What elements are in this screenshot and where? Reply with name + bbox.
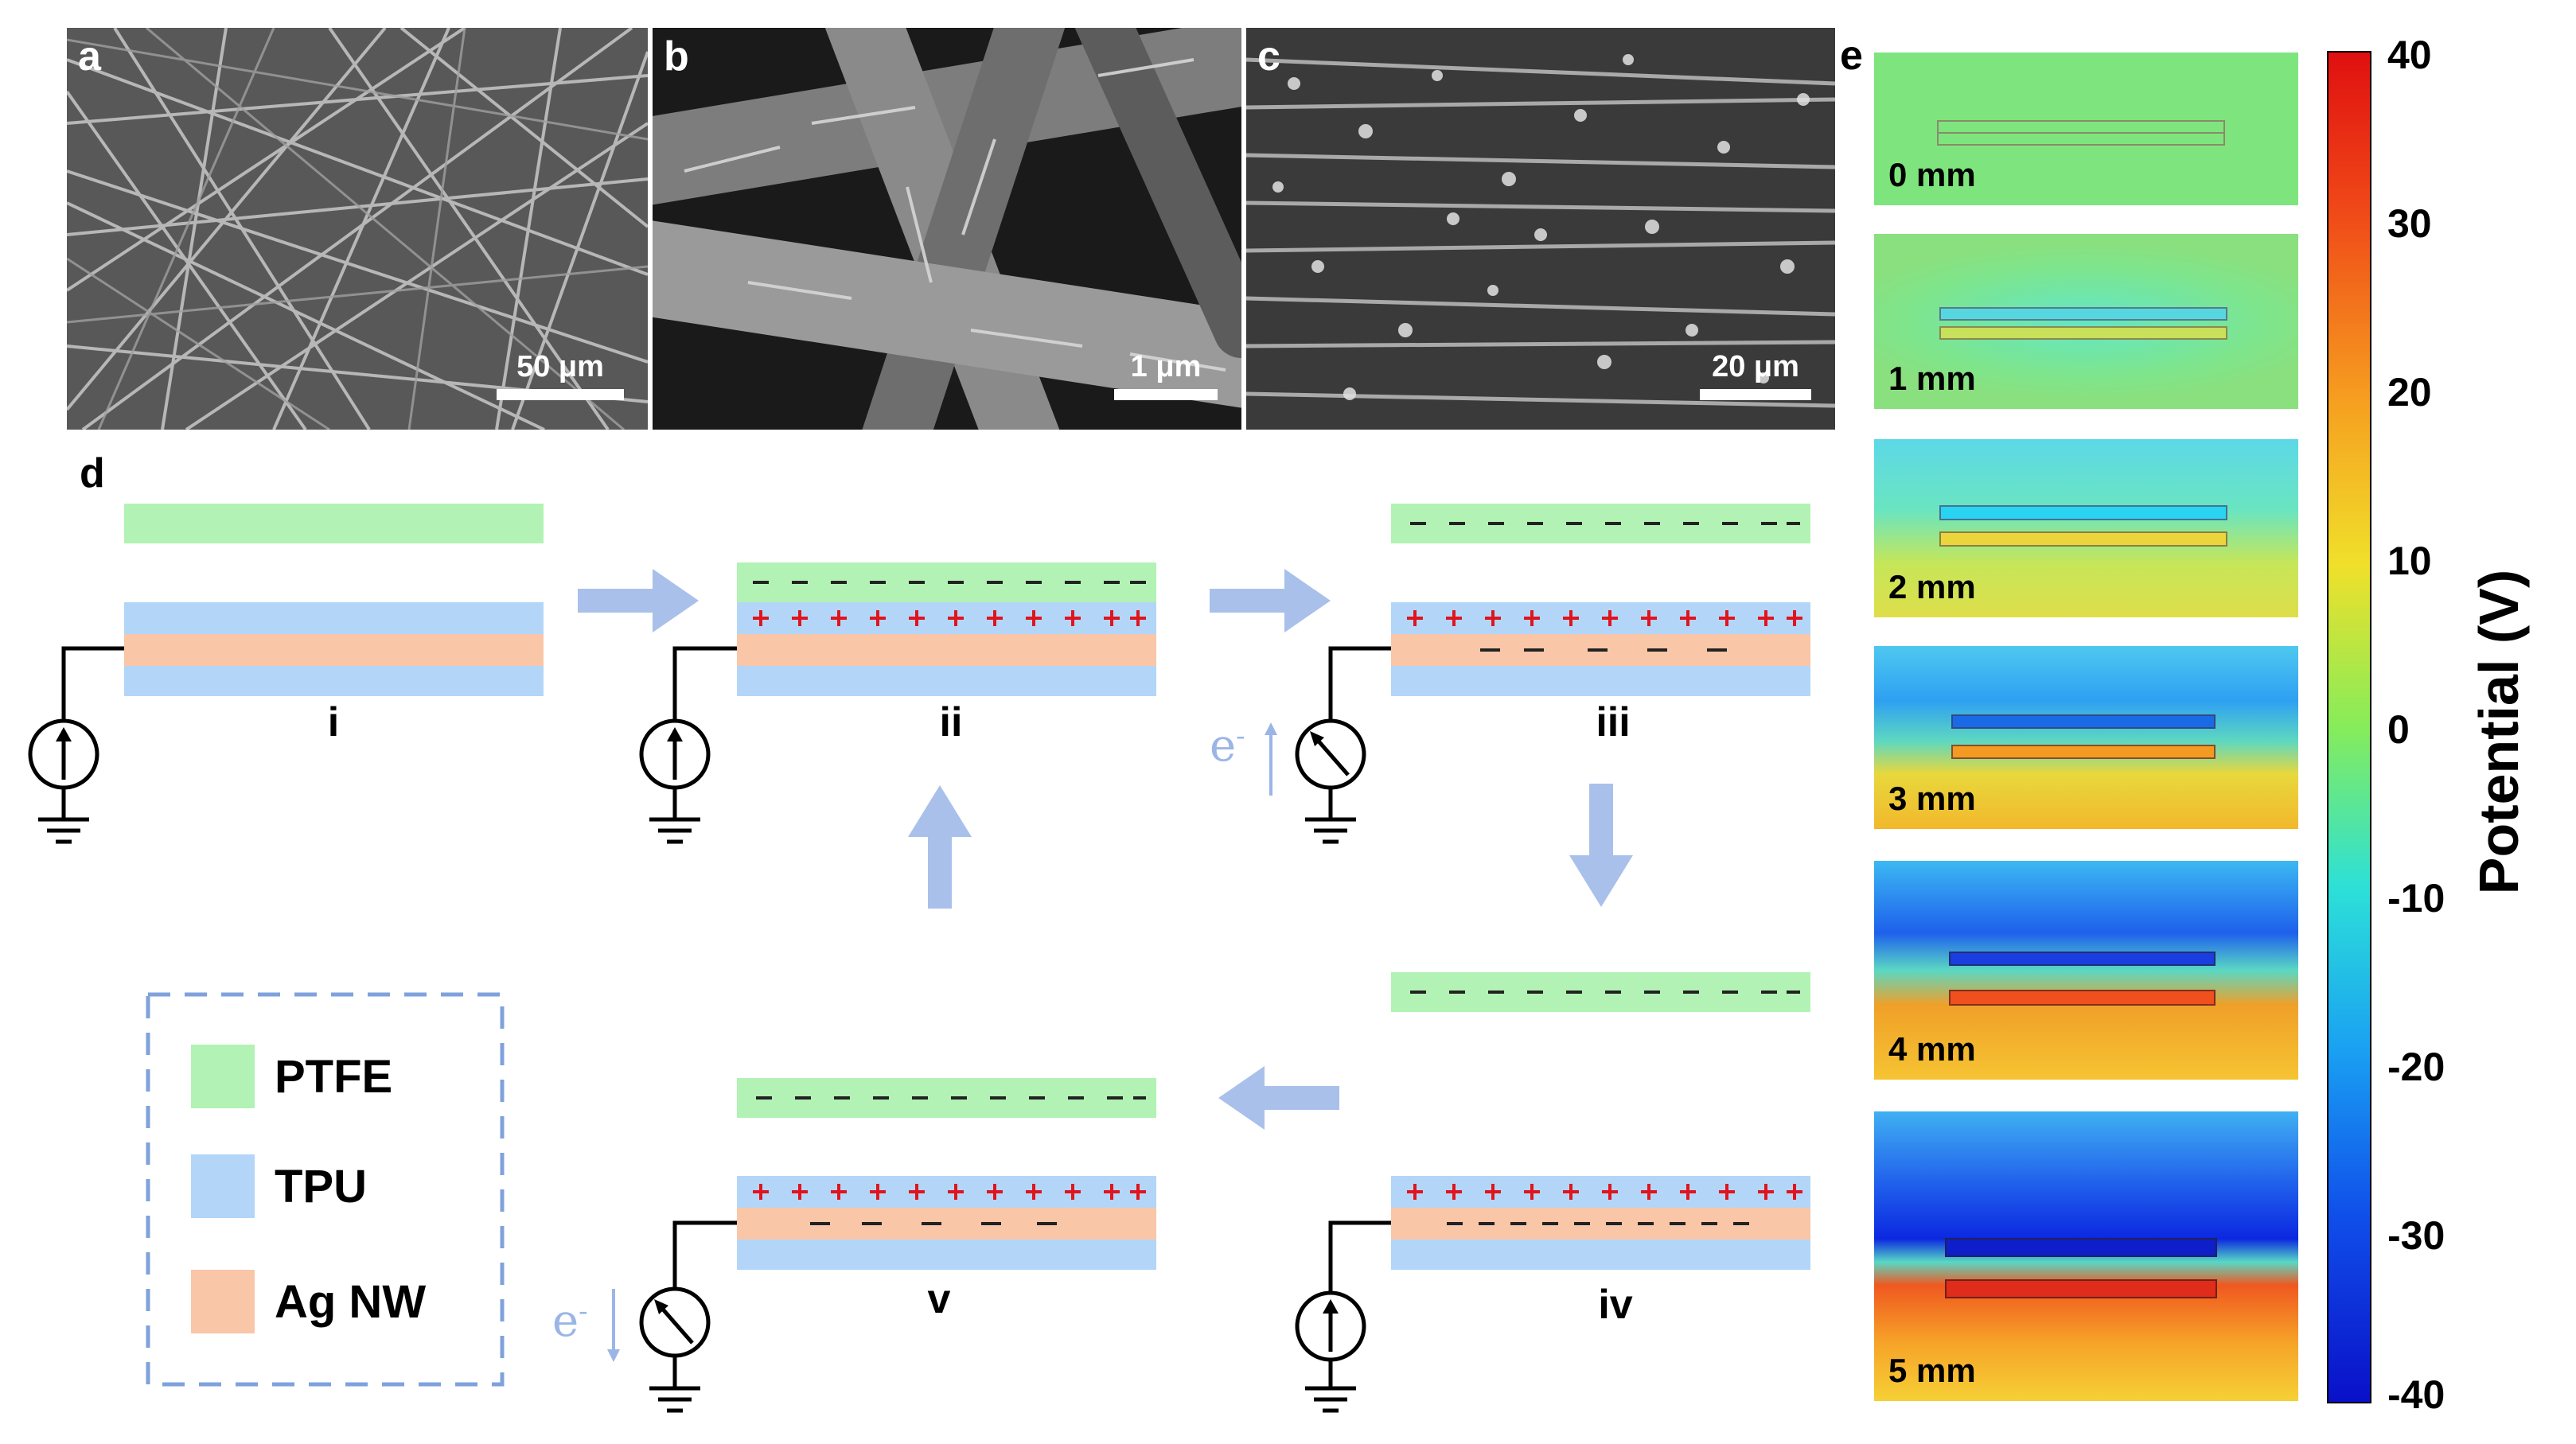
positive-charges [753,610,1146,626]
legend-label-ptfe: PTFE [275,1051,393,1103]
simulation-3mm: 3 mm [1874,646,2298,829]
colorbar-tick: 20 [2387,370,2432,415]
legend-swatch-agnw [191,1270,255,1333]
scale-bar-c: 20 μm [1700,350,1811,400]
arrow-ii-to-iii [1210,569,1331,632]
stage-label-ii: ii [939,699,963,745]
colorbar-tick: 0 [2387,707,2410,752]
simulation-0mm: 0 mm [1874,53,2298,205]
stage-iii [1265,504,1810,842]
colorbar-tick: 30 [2387,201,2432,246]
colorbar-tick: -40 [2387,1372,2445,1417]
ground-icon [1305,819,1356,842]
meter-icon [641,1289,708,1356]
stage-i [30,504,544,842]
stage-ii [641,562,1156,842]
sim-label-4mm: 4 mm [1888,1030,1976,1068]
ground-icon [1305,1388,1356,1411]
scale-line-c [1700,389,1811,400]
sem-image-a: a 50 μm [67,28,648,430]
meter-icon [1297,721,1364,788]
sem-fibers-c [1246,54,1835,408]
agnw-layer [737,1208,1156,1240]
scale-line-b [1114,389,1218,400]
legend-swatch-tpu [191,1154,255,1218]
electrode-outline [1939,505,2227,547]
scale-label-c: 20 μm [1712,350,1799,383]
sim-label-1mm: 1 mm [1888,360,1976,397]
colorbar-title: Potential (V) [2468,569,2530,895]
scale-bar-b: 1 μm [1114,350,1218,400]
ground-icon [649,1388,700,1411]
agnw-layer [737,634,1156,666]
colorbar-tick: -20 [2387,1045,2445,1089]
positive-charges [1407,610,1802,626]
agnw-layer [124,634,544,666]
arrow-iv-to-v [1218,1066,1339,1130]
legend-label-tpu: TPU [275,1161,367,1212]
tpu-layer-bottom [737,1240,1156,1270]
stage-iv [1297,972,1810,1411]
electrode-outline [1939,307,2227,340]
legend-box [146,992,505,1387]
sim-label-5mm: 5 mm [1888,1352,1976,1389]
panel-label-a: a [78,33,101,80]
colorbar-tick: 40 [2387,33,2432,77]
simulation-5mm: 5 mm [1874,1111,2298,1401]
arrow-iii-to-iv [1569,784,1633,907]
electrode-outline [1951,714,2216,759]
stage-v [607,1078,1156,1411]
electrode-outline [1949,952,2216,1006]
positive-charges [1407,1184,1802,1200]
sem-fibers-b [653,28,1241,430]
panel-label-c: c [1257,33,1280,80]
electrode-outline [1937,120,2225,146]
scale-bar-a: 50 μm [497,350,624,400]
sim-label-2mm: 2 mm [1888,568,1976,605]
stage-label-i: i [327,699,340,745]
colorbar-tick: -10 [2387,876,2445,921]
arrow-i-to-ii [578,569,699,632]
legend-label-agnw: Ag NW [275,1276,427,1328]
simulation-1mm: 1 mm [1874,234,2298,409]
ground-icon [38,819,89,842]
scale-label-a: 50 μm [516,350,604,383]
process-arrows [578,569,1633,1130]
panel-label-e: e [1840,33,1863,79]
panel-label-d: d [80,450,105,496]
sem-fibers-a [67,28,648,430]
colorbar-tick: 10 [2387,539,2432,583]
tpu-layer-bottom [124,666,544,696]
ground-icon [649,819,700,842]
colorbar [2327,51,2371,1403]
legend-swatch-ptfe [191,1045,255,1108]
sim-label-3mm: 3 mm [1888,780,1976,817]
panel-label-b: b [664,33,689,80]
sim-label-0mm: 0 mm [1888,156,1976,193]
simulation-2mm: 2 mm [1874,439,2298,617]
electron-label-v: e- [552,1295,588,1347]
stage-label-v: v [927,1276,951,1322]
tpu-layer-bottom [1391,666,1810,696]
stage-label-iv: iv [1598,1282,1633,1328]
arrow-v-to-ii [908,785,972,909]
tpu-layer-bottom [1391,1240,1810,1270]
ptfe-layer [124,504,544,543]
electron-label-iii: e- [1210,720,1245,772]
electrode-outline [1945,1238,2217,1298]
device-schematic [0,504,1810,1444]
positive-charges [753,1184,1146,1200]
meter-icon [30,721,97,788]
sem-image-b: b 1 μm [653,28,1241,430]
simulation-4mm: 4 mm [1874,861,2298,1080]
scale-line-a [497,389,624,400]
meter-icon [641,721,708,788]
scale-label-b: 1 μm [1130,350,1202,383]
stage-label-iii: iii [1596,699,1631,745]
sem-image-c: c 20 μm [1246,28,1835,430]
tpu-layer-bottom [737,666,1156,696]
meter-icon [1297,1293,1364,1360]
colorbar-tick: -30 [2387,1213,2445,1258]
tpu-layer-top [124,602,544,634]
